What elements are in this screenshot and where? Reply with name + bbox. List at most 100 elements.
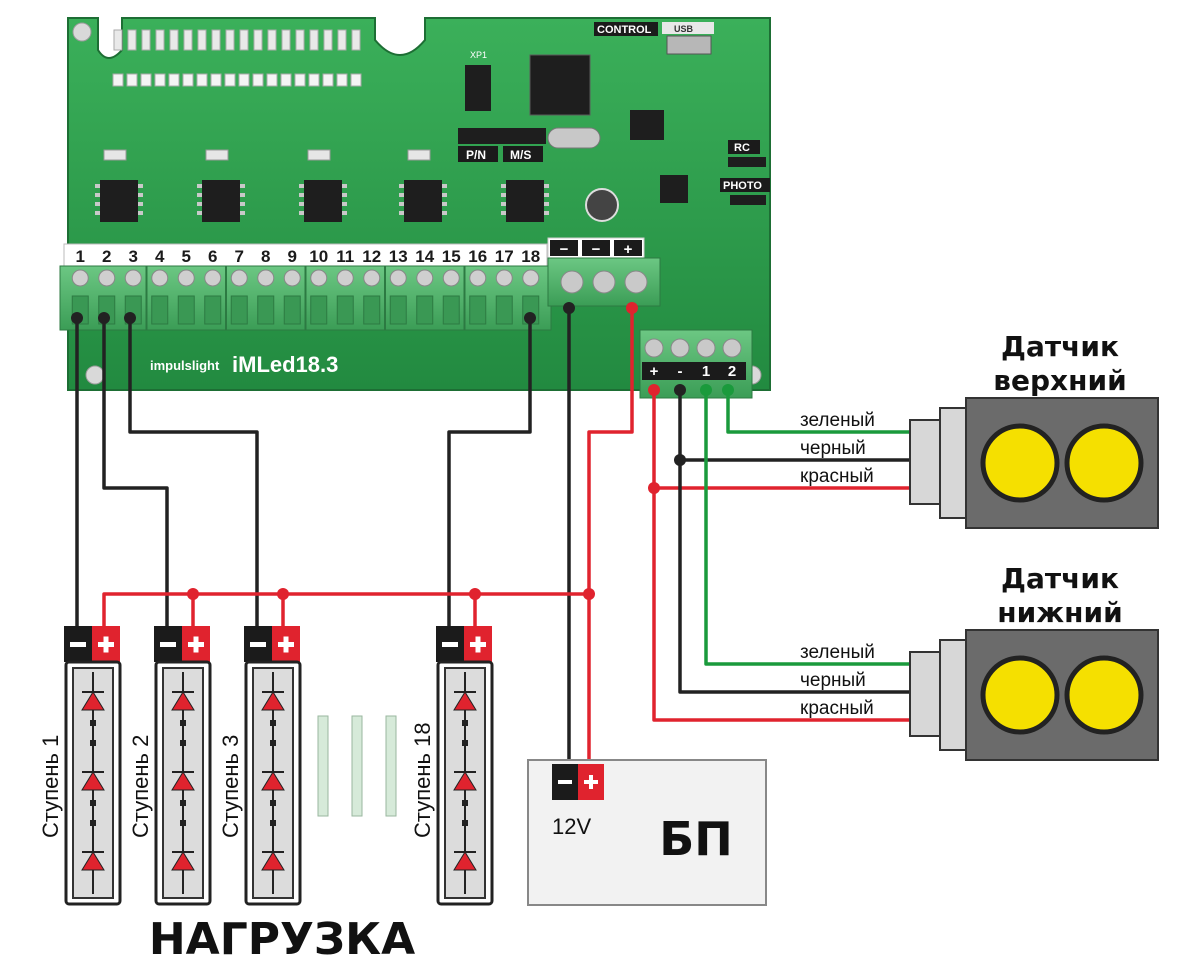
terminal-screw[interactable] [71, 269, 89, 287]
terminal-screw[interactable] [177, 269, 195, 287]
photo-label: PHOTO [723, 180, 762, 192]
load-label: Ступень 2 [128, 735, 153, 838]
rc-label-bg [728, 140, 760, 154]
terminal-screw[interactable] [151, 269, 169, 287]
channel-number: 13 [389, 247, 408, 266]
led-diode-icon [453, 691, 477, 711]
terminal-screw[interactable] [336, 269, 354, 287]
junction-dot [648, 482, 660, 494]
load-title: НАГРУЗКА [149, 914, 415, 965]
wire-channel-18 [447, 318, 532, 628]
wire-channel-2 [102, 318, 169, 628]
terminal-screw[interactable] [310, 269, 328, 287]
led-diode-icon [261, 851, 285, 871]
junction-dot [524, 312, 536, 324]
resistor [239, 29, 249, 51]
usb-label-bg [662, 22, 714, 34]
power-sign-2: − [592, 241, 601, 258]
resistor [127, 29, 137, 51]
wire-label-red: красный [800, 698, 874, 719]
sensor-bottom-led-1 [980, 655, 1060, 735]
terminal-screw[interactable] [204, 269, 222, 287]
led-diode-icon [81, 771, 105, 791]
terminal-screw[interactable] [416, 269, 434, 287]
terminal-screw[interactable] [522, 269, 540, 287]
indicator-led [154, 73, 166, 87]
channel-number: 6 [208, 247, 217, 266]
resistor [253, 29, 263, 51]
junction-dot [563, 302, 575, 314]
psu-label: БП [659, 812, 733, 866]
photo-connector[interactable] [730, 195, 766, 205]
terminal-screw[interactable] [124, 269, 142, 287]
terminal-screw[interactable] [389, 269, 407, 287]
sensor-bottom-title: Датчик [1001, 562, 1119, 595]
channel-number: 17 [495, 247, 514, 266]
indicator-led [238, 73, 250, 87]
terminal-screw[interactable] [257, 269, 275, 287]
channel-number: 16 [468, 247, 487, 266]
resistor [295, 29, 305, 51]
terminal-screw[interactable] [495, 269, 513, 287]
wire-label-green: зеленый [800, 642, 875, 663]
sensor-top-led-1 [980, 423, 1060, 503]
junction-dot [700, 384, 712, 396]
power-supply: 12V БП [527, 759, 767, 906]
small-chip [630, 110, 664, 140]
rc-label: RC [734, 142, 750, 154]
jumper-pn-ms[interactable]: P/N M/S [458, 128, 546, 162]
junction-dot [124, 312, 136, 324]
wire-label-black: черный [800, 670, 866, 691]
rc-connector[interactable] [728, 157, 766, 167]
load-2: Ступень 2 [128, 626, 212, 906]
load-label: Ступень 1 [38, 735, 63, 838]
wire-bottom-sensor-black [678, 460, 910, 694]
terminal-screw[interactable] [98, 269, 116, 287]
led-diode-icon [81, 851, 105, 871]
wire-psu-plus [587, 308, 634, 776]
driver-chip [100, 180, 138, 222]
wire-positive-bus [102, 592, 589, 628]
channel-number: 12 [362, 247, 381, 266]
junction-dot [277, 588, 289, 600]
indicator-led [112, 73, 124, 87]
led-diode-icon [171, 851, 195, 871]
indicator-row [112, 29, 362, 87]
resistor [211, 29, 221, 51]
driver-chip [506, 180, 544, 222]
channel-number: 14 [415, 247, 434, 266]
load-3: Ступень 3 [218, 626, 302, 906]
sensor-top-position: верхний [993, 364, 1126, 397]
led-diode-icon [171, 691, 195, 711]
channel-number: 7 [235, 247, 244, 266]
sensor-bottom-position: нижний [997, 596, 1122, 629]
indicator-led [266, 73, 278, 87]
capacitor [585, 188, 619, 222]
psu-voltage: 12V [552, 814, 591, 839]
usb-port[interactable] [666, 35, 712, 55]
led-diode-icon [453, 851, 477, 871]
terminal-screw[interactable] [363, 269, 381, 287]
sensor-term-minus: - [678, 363, 683, 380]
indicator-led [322, 73, 334, 87]
channel-number: 4 [155, 247, 165, 266]
xp1-label: XP1 [470, 50, 487, 60]
jumper-xp1: XP1 [465, 50, 491, 111]
terminal-screw[interactable] [469, 269, 487, 287]
resistor [141, 29, 151, 51]
driver-chips [95, 149, 549, 222]
sensor-bottom: Датчик нижний зеленый черный красный [800, 562, 1159, 761]
photo-label-bg [720, 178, 770, 192]
terminal-screw[interactable] [283, 269, 301, 287]
terminal-screw[interactable] [442, 269, 460, 287]
sensor-bottom-led-2 [1064, 655, 1144, 735]
driver-chip [404, 180, 442, 222]
indicator-led [210, 73, 222, 87]
wire-bottom-sensor-red [652, 488, 910, 722]
load-1: Ступень 1 [38, 626, 122, 906]
sensor-top-led-2 [1064, 423, 1144, 503]
terminal-screw[interactable] [230, 269, 248, 287]
indicator-led [294, 73, 306, 87]
